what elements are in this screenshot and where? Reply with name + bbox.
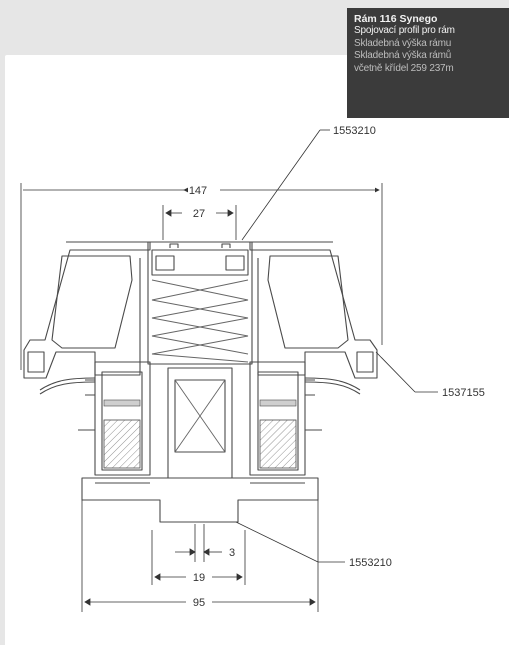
callout-label-top: 1553210	[333, 125, 376, 137]
callout-top	[241, 129, 330, 241]
caption-line-2: Skladebná výška rámu	[354, 37, 452, 49]
dimension-inner-small	[175, 524, 222, 562]
reinforcement-left	[103, 419, 141, 469]
callout-label-side: 1537155	[442, 387, 485, 399]
reinforcement-right	[259, 419, 297, 469]
dimension-top	[162, 205, 237, 240]
callout-side	[375, 351, 438, 393]
callout-bottom	[235, 521, 345, 563]
gasket-strip-left	[103, 399, 141, 407]
caption-line-4: včetně křídel 259 237m	[354, 62, 454, 74]
dim-label-bottom: 95	[193, 597, 205, 609]
dim-label-inner-mid: 19	[193, 572, 205, 584]
dimension-bottom	[81, 500, 319, 612]
product-caption: Rám 116 Synego Spojovací profil pro rám …	[347, 8, 509, 118]
drawing-panel	[5, 55, 509, 645]
window-profile	[23, 241, 378, 523]
insulation-fill-2	[151, 279, 249, 355]
caption-title: Rám 116 Synego	[354, 13, 438, 25]
callout-label-bottom: 1553210	[349, 557, 392, 569]
dim-label-inner-small: 3	[229, 547, 235, 559]
dimension-overall	[20, 183, 383, 370]
dim-label-top: 27	[193, 208, 205, 220]
gasket-strip-right	[259, 399, 297, 407]
dim-label-overall: 147	[189, 185, 207, 197]
mullion-core	[174, 379, 226, 453]
dimension-inner-mid	[151, 530, 246, 585]
caption-line-3: Skladebná výška rámů	[354, 50, 452, 61]
caption-line-1: Spojovací profil pro rám	[354, 25, 455, 36]
